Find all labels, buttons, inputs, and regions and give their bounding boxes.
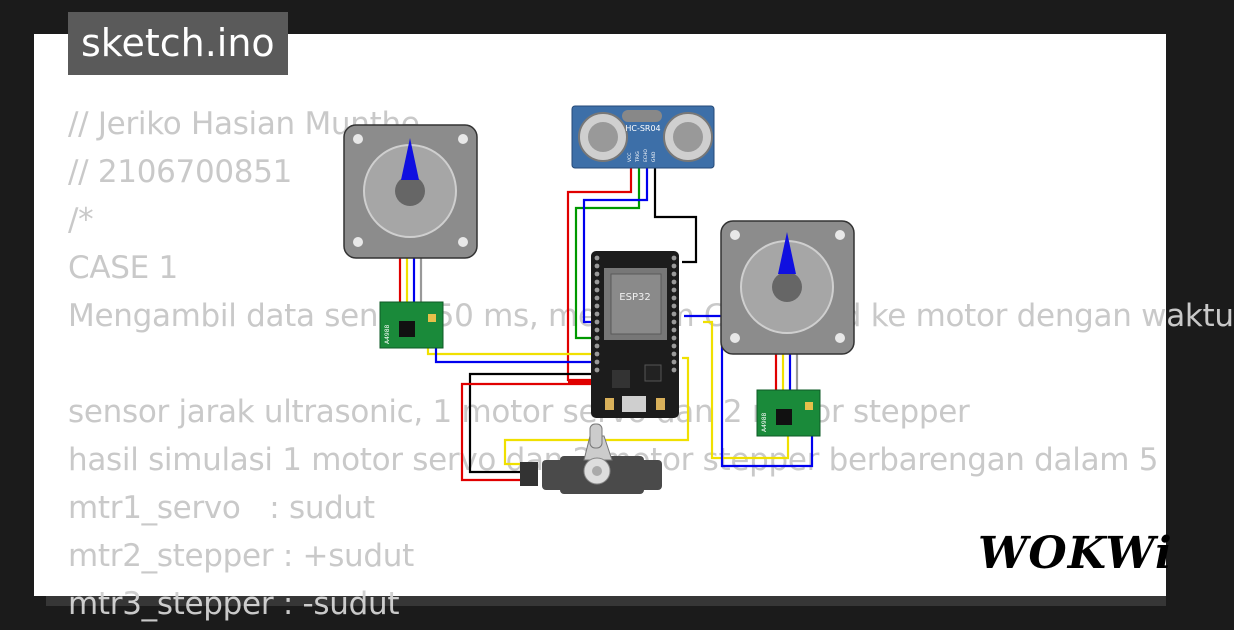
wire-servo-gnd (468, 372, 602, 474)
esp32-pin (594, 271, 600, 277)
stepper-driver-right[interactable]: A4988 (756, 389, 821, 437)
esp32-pin (594, 319, 600, 325)
file-name-tab[interactable]: sketch.ino (68, 12, 288, 75)
wire-vcc (566, 168, 633, 382)
esp32-pin (594, 279, 600, 285)
esp32-board[interactable]: ESP32 (591, 251, 679, 418)
esp32-pin (594, 351, 600, 357)
wire-echo (582, 168, 649, 324)
code-line: /* (68, 202, 94, 238)
esp32-pin (671, 255, 677, 261)
code-line: mtr1_servo : sudut (68, 490, 375, 526)
esp32-pin (671, 287, 677, 293)
circuit-diagram: HC-SR04 VCC TRIG ECHO GND A4988 (343, 105, 855, 494)
wire-left-dir (434, 348, 598, 364)
esp32-pin (671, 279, 677, 285)
esp32-pin (594, 295, 600, 301)
code-line: sensor jarak ultrasonic, 1 motor servo d… (68, 394, 970, 430)
esp32-pin (671, 327, 677, 333)
card-shadow (46, 586, 1166, 606)
esp32-pin (671, 367, 677, 373)
esp32-pin (594, 327, 600, 333)
wire-gnd (653, 168, 698, 264)
esp32-pin (671, 351, 677, 357)
esp32-pin (671, 271, 677, 277)
esp32-pin (594, 311, 600, 317)
esp32-pin (594, 367, 600, 373)
esp32-pin (594, 359, 600, 365)
code-line: CASE 1 (68, 250, 178, 286)
stepper-motor-right[interactable] (720, 220, 855, 355)
esp32-pin (594, 343, 600, 349)
esp32-pin (594, 287, 600, 293)
esp32-pin (594, 303, 600, 309)
esp32-pin (671, 319, 677, 325)
wires (398, 168, 814, 482)
esp32-pin (671, 295, 677, 301)
wire-right-dir (684, 314, 814, 468)
code-line: mtr3_stepper : -sudut (68, 586, 400, 622)
driver-label: A4988 (761, 412, 768, 432)
wire-trig (574, 168, 641, 340)
esp32-pin (671, 263, 677, 269)
stepper-driver-left[interactable]: A4988 (379, 301, 444, 349)
code-line: // 2106700851 (68, 154, 293, 190)
esp32-pin (671, 303, 677, 309)
esp32-pin (594, 335, 600, 341)
esp32-pin (594, 263, 600, 269)
code-line: mtr2_stepper : +sudut (68, 538, 414, 574)
stepper-motor-left[interactable] (343, 124, 478, 259)
esp32-pins (594, 255, 677, 373)
sensor-pin-label: VCC (627, 153, 633, 162)
wire-servo-vcc (460, 382, 602, 482)
ultrasonic-sensor[interactable]: HC-SR04 VCC TRIG ECHO GND (571, 105, 715, 169)
driver-label: A4988 (384, 324, 391, 344)
wire-right-step (703, 320, 790, 460)
sensor-pin-label: GND (651, 151, 657, 162)
esp32-pin (671, 343, 677, 349)
wire-left-step (426, 348, 598, 356)
servo-motor[interactable] (520, 423, 662, 494)
esp32-pin (671, 335, 677, 341)
sensor-pin-label: ECHO (643, 149, 649, 162)
esp32-pin (671, 311, 677, 317)
mcu-label: ESP32 (619, 292, 650, 303)
sensor-pin-label: TRIG (635, 151, 641, 163)
wokwi-logo: WOKWi (978, 528, 1173, 579)
esp32-pin (671, 359, 677, 365)
esp32-pin (594, 255, 600, 261)
sensor-label: HC-SR04 (625, 124, 660, 133)
